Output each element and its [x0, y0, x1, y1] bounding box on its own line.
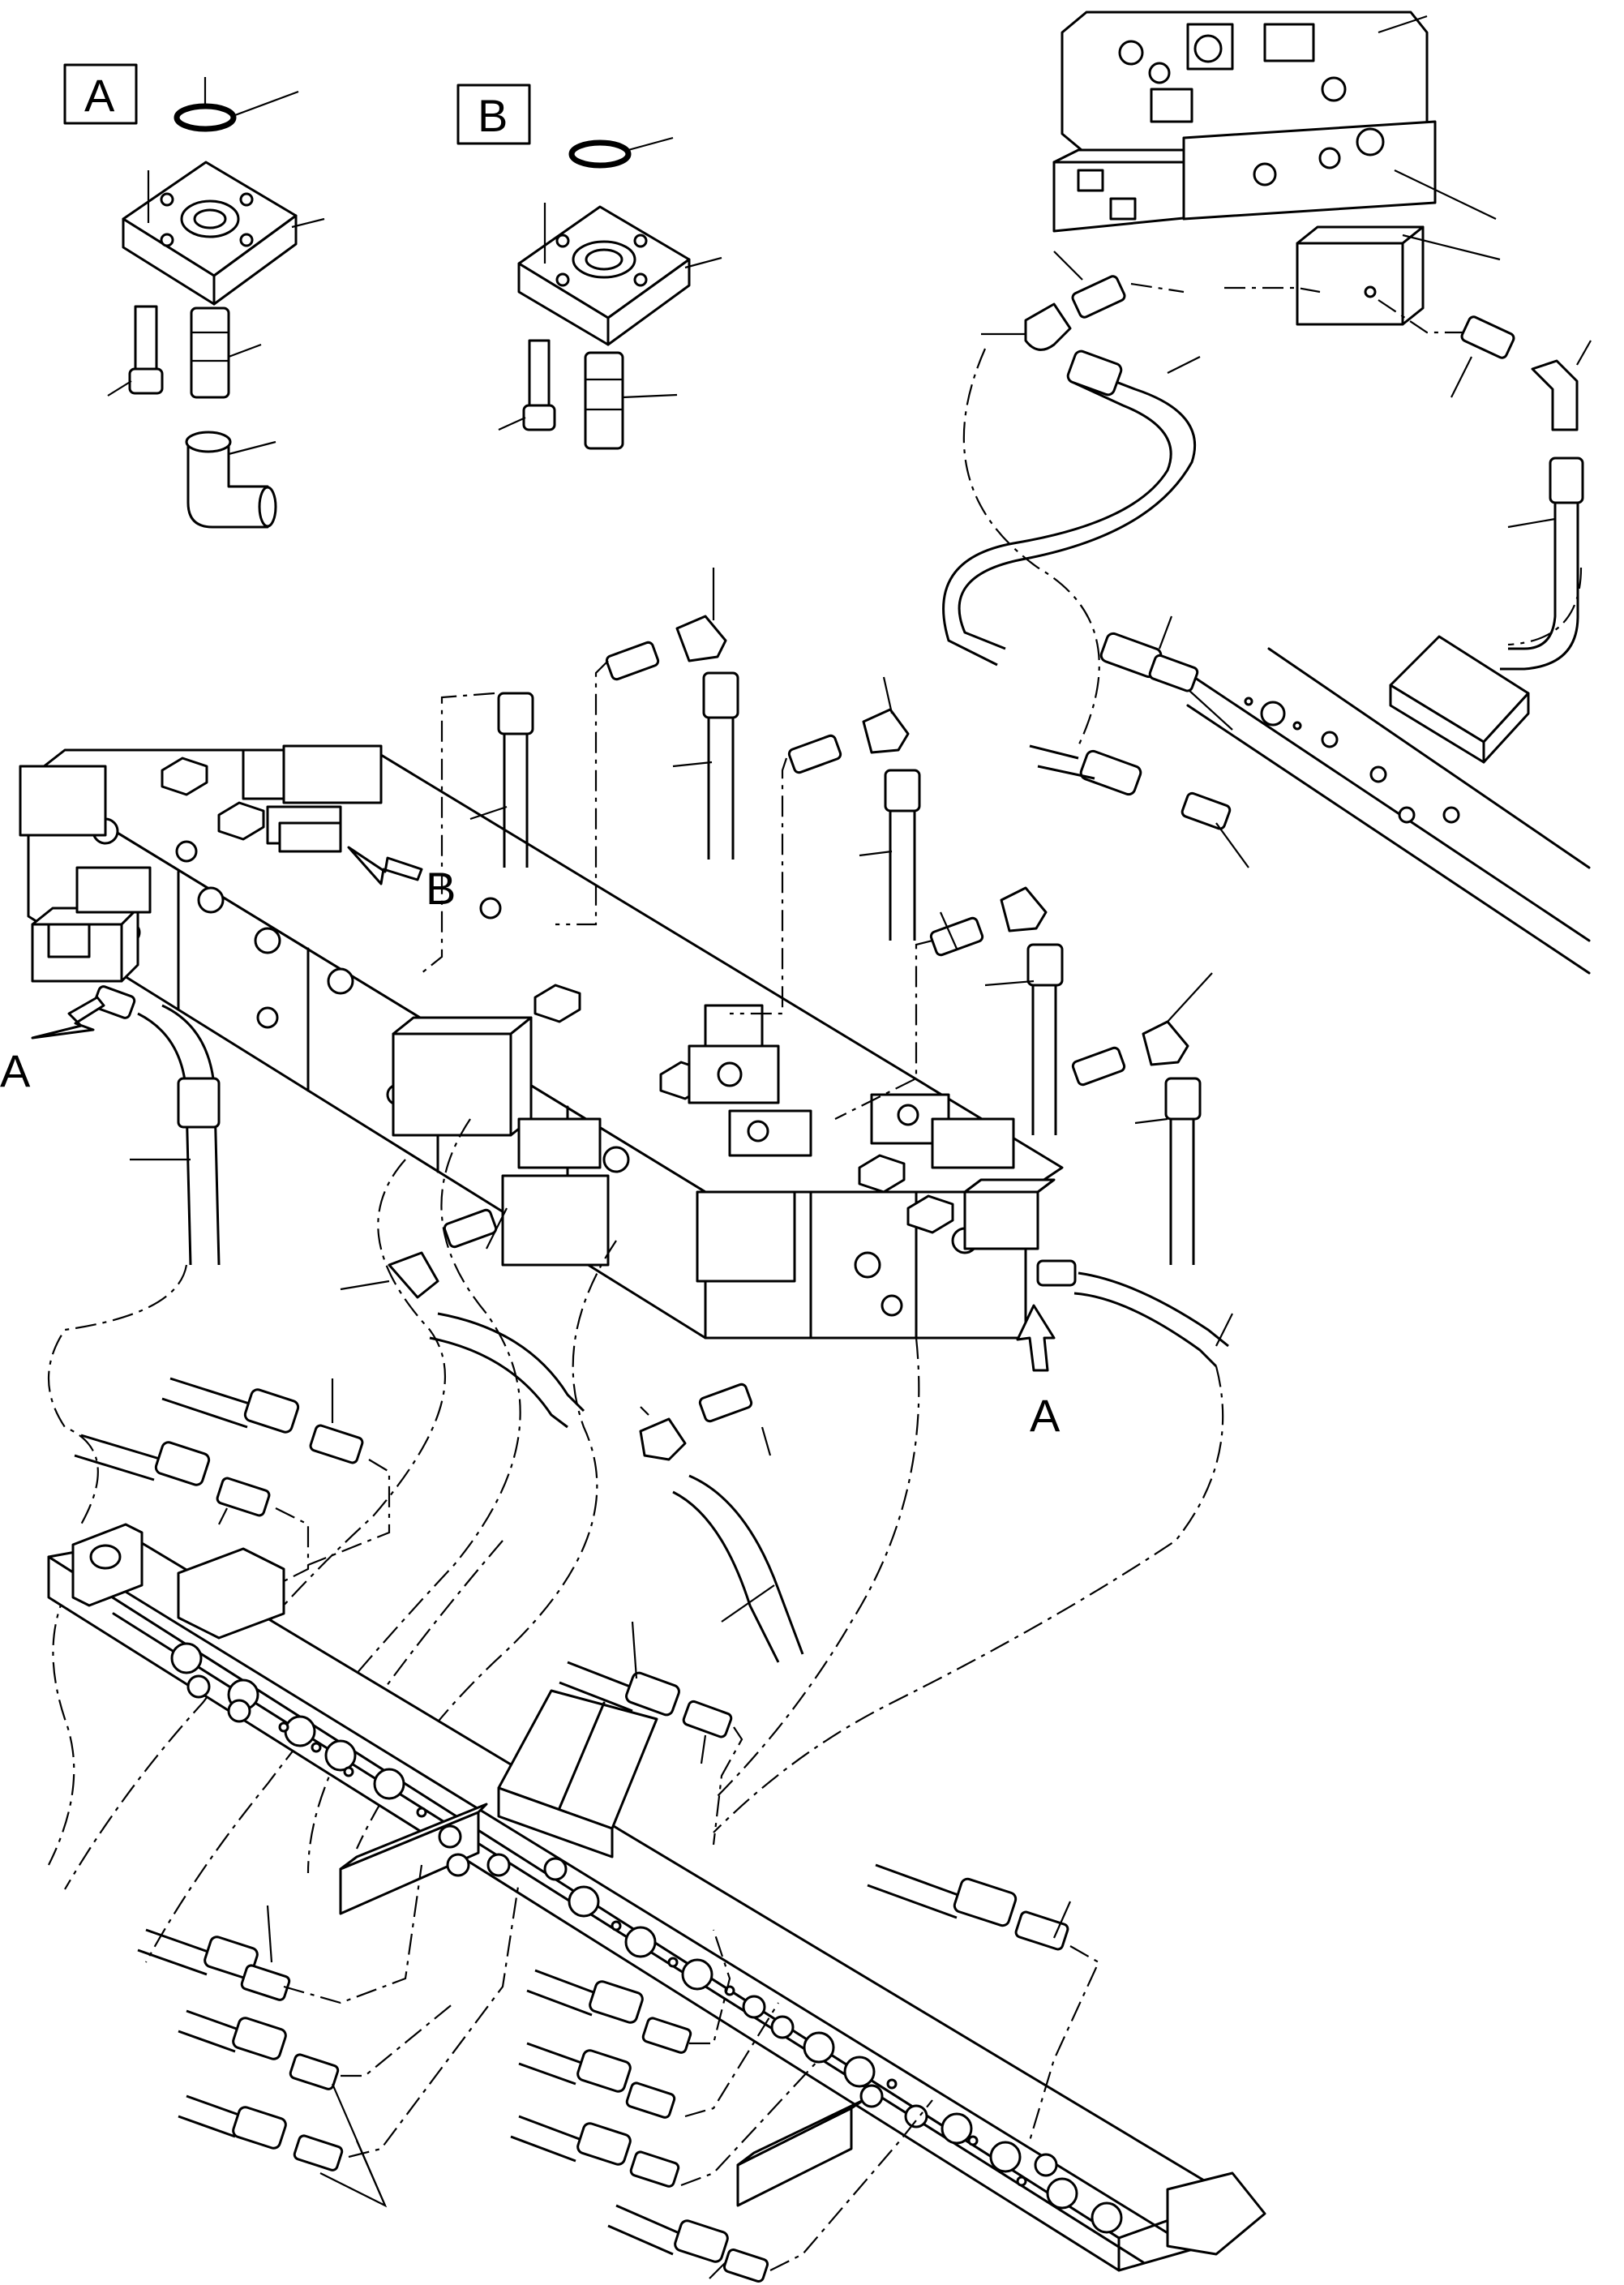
bottom-left-hose-cluster [137, 1864, 521, 2208]
main-solenoid-right [963, 1190, 1039, 1250]
top-right-valve-block [1052, 11, 1501, 326]
detail-a-bolt [134, 305, 158, 373]
tr-elbow-2 [1531, 359, 1579, 431]
detail-b-straight-fitting [584, 351, 624, 450]
detail-b-label-box [456, 84, 531, 145]
detail-a-label: A [84, 70, 115, 121]
view-arrow-a-right-label: A [1030, 1390, 1061, 1441]
view-arrow-a-left-label: A [0, 1045, 31, 1096]
main-valve-stack [19, 744, 1064, 1340]
tr-elbow-1 [1024, 302, 1072, 351]
top-right-manifold-rail [1186, 635, 1591, 975]
mid-hose-cluster [559, 1621, 743, 1846]
left-hose-cluster [74, 1377, 391, 1590]
main-hoses [47, 568, 1233, 1963]
bottom-mid-hose-cluster [510, 1929, 933, 2283]
view-arrow-b: B [347, 846, 456, 914]
detail-b-group: B [456, 84, 722, 450]
view-arrow-b-label: B [426, 863, 456, 914]
top-right-solenoid [1296, 242, 1404, 326]
top-right-hose-ends [1029, 615, 1249, 868]
detail-b-label: B [478, 90, 508, 141]
top-right-hoses [942, 251, 1592, 747]
bottom-right-hose-cluster [867, 1863, 1100, 2141]
detail-a-group: A [63, 63, 325, 529]
detail-a-straight-fitting [190, 307, 230, 399]
tr-adapter-1 [1071, 275, 1126, 319]
main-cover-plate-b [278, 821, 342, 853]
detail-a-elbow-fitting [185, 431, 277, 529]
detail-a-o-ring [174, 103, 237, 132]
detail-b-bolt [528, 339, 551, 409]
lower-manifold-rail [47, 1523, 1266, 2272]
detail-b-o-ring [568, 139, 632, 169]
view-arrow-a-right: A [1016, 1304, 1061, 1441]
view-arrow-a-left: A [0, 996, 105, 1096]
detail-a-label-box [63, 63, 138, 125]
